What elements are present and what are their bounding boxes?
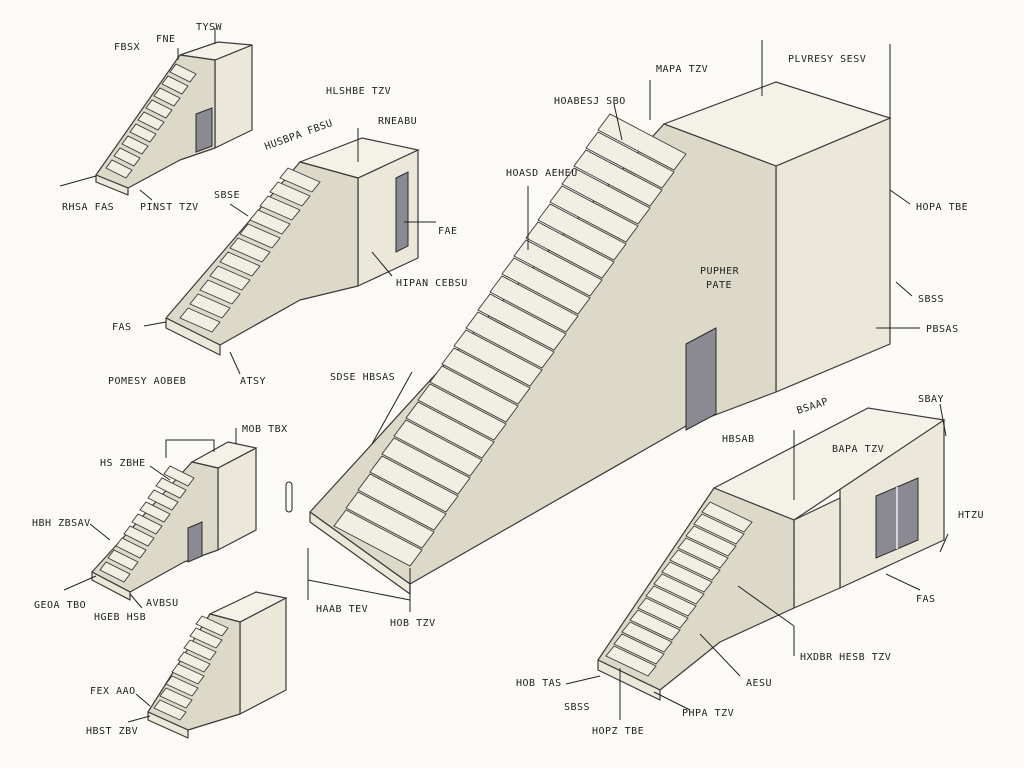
staircase-1: TYSW FNE FBSX RHSA FAS PINST TZV (59, 22, 253, 213)
staircase-right-steps (605, 501, 753, 677)
label-hob-tas: HOB TAS (516, 678, 562, 689)
label-fbsx: FBSX (114, 42, 140, 53)
label-tysw: TYSW (196, 22, 223, 33)
label-rneabu: RNEABU (378, 116, 417, 127)
label-sbss-r: SBSS (564, 702, 590, 713)
label-hoasd: HOASD AEHEU (506, 168, 578, 179)
staircase-2-steps (179, 167, 321, 333)
staircase-4: FEX AAO HBST ZBV (86, 591, 288, 739)
staircase-right: BAPA TZV BSAAP SBAY HTZU FAS HXDBR HESB … (516, 394, 984, 737)
label-hoabesj: HOABESJ SBO (554, 96, 626, 107)
label-hs-zbhe: HS ZBHE (100, 458, 146, 469)
label-husbpa: HUSBPA FBSU (263, 118, 334, 153)
staircase-central-steps (333, 113, 687, 567)
label-hopz: HOPZ TBE (592, 726, 644, 737)
label-hbh-zbsav: HBH ZBSAV (32, 518, 91, 529)
label-haab: HAAB TEV (316, 604, 368, 615)
scale-marker (285, 481, 293, 513)
staircase-2: HLSHBE TZV HUSBPA FBSU RNEABU SBSE FAE H… (108, 86, 468, 387)
label-sdse: SDSE HBSAS (330, 372, 395, 383)
label-hopa: HOPA TBE (916, 202, 968, 213)
label-phpa: PHPA TZV (682, 708, 734, 719)
label-aesu: AESU (746, 678, 772, 689)
label-atsy: ATSY (240, 376, 266, 387)
label-sbss: SBSS (918, 294, 944, 305)
label-hlshbe: HLSHBE TZV (326, 86, 391, 97)
label-hbst-zbv: HBST ZBV (86, 726, 138, 737)
label-pbsas: PBSAS (926, 324, 959, 335)
label-geoa-tbo: GEOA TBO (34, 600, 86, 611)
staircase-3-steps (99, 465, 195, 583)
label-pomesy: POMESY AOBEB (108, 376, 186, 387)
label-hbsab: HBSAB (722, 434, 755, 445)
label-hgeb-hsb: HGEB HSB (94, 612, 146, 623)
label-fas-r: FAS (916, 594, 936, 605)
label-pate: PATE (706, 280, 732, 291)
label-htzu: HTZU (958, 510, 984, 521)
staircase-central: MAPA TZV PLVRESY SESV HOABESJ SBO HOASD … (285, 40, 968, 629)
label-sbay: SBAY (918, 394, 944, 405)
label-bapa: BAPA TZV (832, 444, 884, 455)
label-hxdbr: HXDBR HESB TZV (800, 652, 891, 663)
label-hob-tzv: HOB TZV (390, 618, 436, 629)
label-hipan: HIPAN CEBSU (396, 278, 468, 289)
label-fas-2: FAS (112, 322, 132, 333)
label-mob-tbx: MOB TBX (242, 424, 288, 435)
label-bsaap: BSAAP (796, 396, 830, 417)
label-avbsu: AVBSU (146, 598, 179, 609)
staircase-4-steps (153, 615, 229, 721)
staircase-3: MOB TBX HS ZBHE HBH ZBSAV GEOA TBO AVBSU… (32, 424, 288, 623)
label-pinst-tzv: PINST TZV (140, 202, 199, 213)
label-fne: FNE (156, 34, 176, 45)
label-pupher: PUPHER (700, 266, 740, 277)
label-rhsa-fas: RHSA FAS (62, 202, 114, 213)
label-sbse: SBSE (214, 190, 240, 201)
label-plvresy: PLVRESY SESV (788, 54, 866, 65)
staircase-1-steps (105, 63, 197, 179)
label-fae: FAE (438, 226, 458, 237)
label-mapa: MAPA TZV (656, 64, 708, 75)
label-fex-aao: FEX AAO (90, 686, 136, 697)
